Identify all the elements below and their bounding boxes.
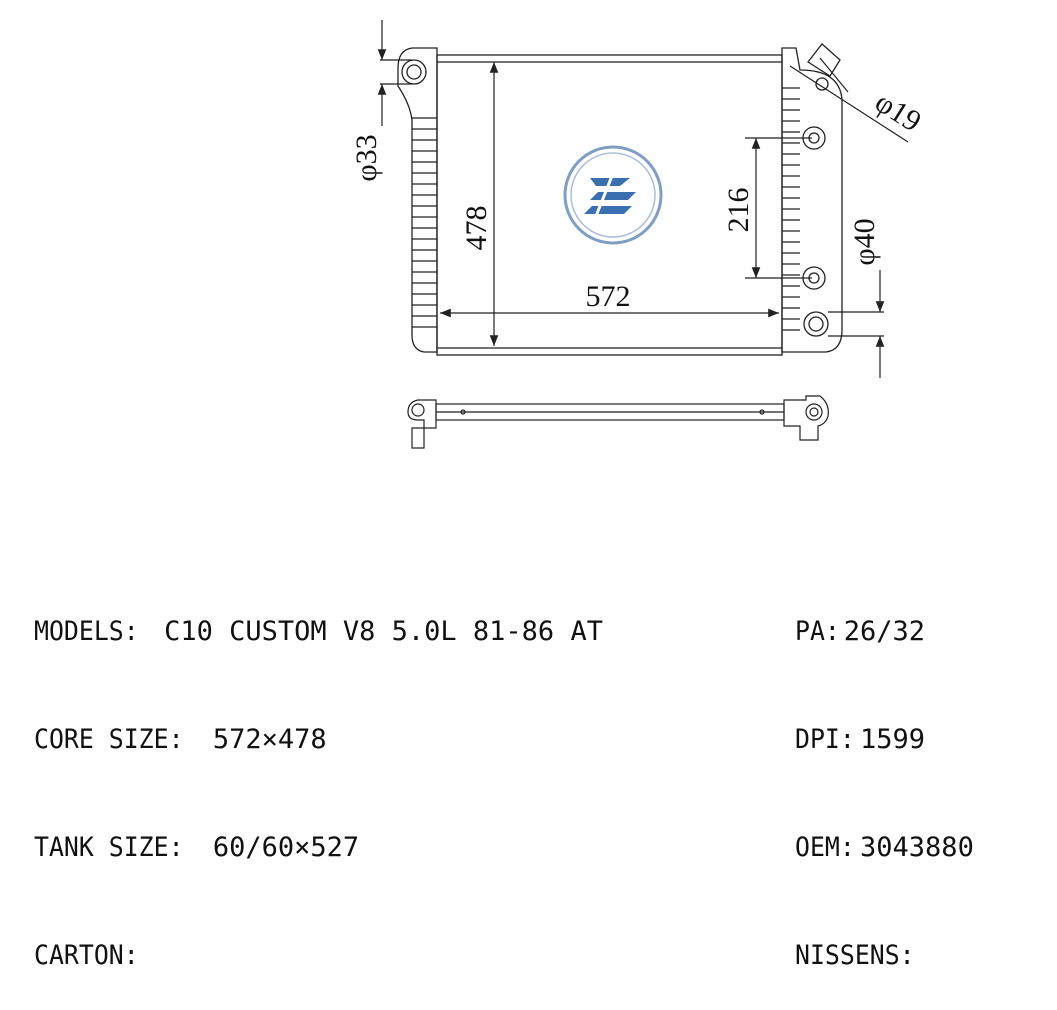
company-logo: [563, 145, 663, 245]
spec-row-pa: PA:26/32: [795, 616, 926, 647]
spec-row-tank-size: TANK SIZE: 60/60×527: [34, 832, 360, 863]
outlet-port: [803, 311, 829, 337]
specs-right: PA:26/32 DPI:1599 OEM:3043880 NISSENS:: [795, 542, 974, 1010]
top-view: [407, 395, 829, 449]
inlet-diameter: φ33: [350, 134, 383, 181]
outlet-diameter: φ40: [848, 218, 881, 265]
port-spacing-dimension: 216: [722, 188, 755, 233]
spec-row-carton: CARTON:: [34, 940, 139, 971]
spec-row-dpi: DPI:1599: [795, 724, 926, 755]
height-dimension: 478: [460, 206, 493, 251]
radiator-drawing: 478 572 216 φ33 φ19 φ40: [350, 20, 927, 449]
filler-neck: [807, 43, 841, 77]
spec-row-core-size: CORE SIZE: 572×478: [34, 724, 327, 755]
left-tank: [397, 47, 438, 353]
spec-row-oem: OEM:3043880: [795, 832, 974, 863]
spec-row-nissens: NISSENS:: [795, 940, 915, 971]
tank-fins: [412, 87, 800, 331]
spec-row-models: MODELS: C10 CUSTOM V8 5.0L 81-86 AT: [34, 616, 603, 647]
specs-left: MODELS: C10 CUSTOM V8 5.0L 81-86 AT CORE…: [34, 542, 603, 1010]
right-tank: [781, 47, 843, 353]
inlet-port: [401, 59, 427, 85]
filler-diameter: φ19: [869, 85, 927, 138]
width-dimension: 572: [586, 280, 631, 313]
